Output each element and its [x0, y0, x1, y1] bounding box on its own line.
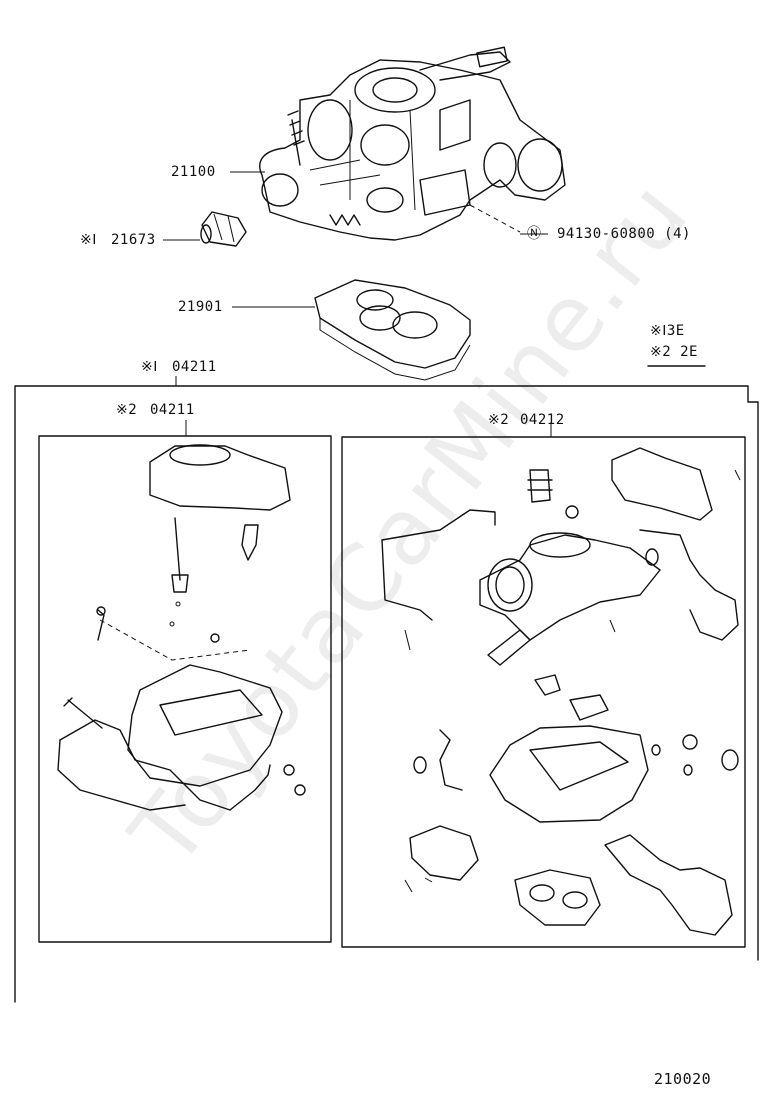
fuel-cut-valve-drawing	[200, 211, 247, 247]
callout-fuel-cut-valve-mark: ※Ⅰ	[80, 232, 97, 248]
callout-gasket-kit-mark: ※2	[488, 412, 510, 428]
callout-overhaul-kit-2-mark: ※2	[116, 402, 138, 418]
callout-gasket-kit: 04212	[520, 412, 565, 428]
callout-overhaul-kit-1: 04211	[172, 359, 217, 375]
legend-engine-2: ※2 2E	[650, 344, 698, 360]
kit-frames	[14, 385, 759, 1003]
legend-engine-1: ※Ⅰ3E	[650, 323, 685, 339]
insulator-drawing	[314, 279, 471, 381]
callout-nut: 94130-60800 (4)	[557, 226, 691, 242]
callout-nut-mark: Ⓝ	[527, 226, 542, 242]
callout-insulator: 21901	[178, 299, 223, 315]
callout-carburetor-assy: 21100	[171, 164, 216, 180]
leader-lines	[163, 171, 706, 437]
callout-overhaul-kit-2: 04211	[150, 402, 195, 418]
overhaul-kit-parts-drawing	[57, 444, 306, 811]
gasket-kit-parts-drawing	[381, 447, 741, 936]
callout-fuel-cut-valve: 21673	[111, 232, 156, 248]
callout-overhaul-kit-1-mark: ※Ⅰ	[141, 359, 158, 375]
diagram-code: 210020	[654, 1070, 712, 1088]
carburetor-assembly-drawing	[259, 46, 566, 241]
